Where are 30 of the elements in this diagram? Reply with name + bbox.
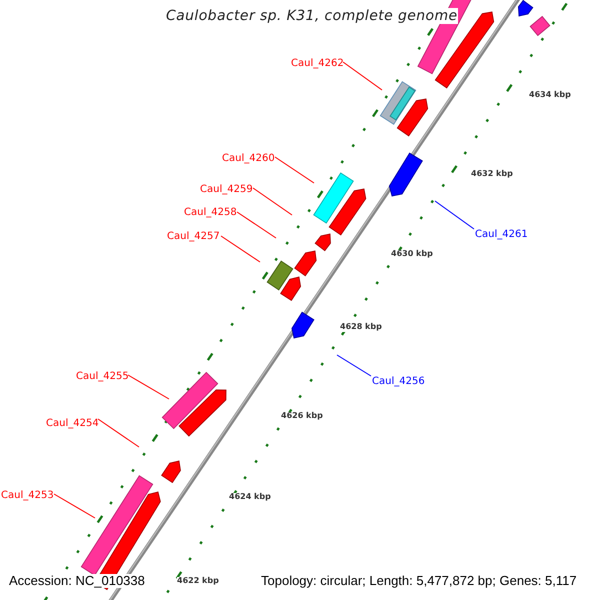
leader-line (342, 62, 382, 90)
tick-label: 4626 kbp (281, 412, 323, 421)
gene-label: Caul_4257 (167, 231, 220, 242)
gene-label: Caul_4253 (1, 490, 54, 501)
leader-line (128, 374, 170, 400)
gene-label: Caul_4259 (200, 184, 253, 195)
gene-label: Caul_4262 (291, 58, 344, 69)
gene-label: Caul_4258 (184, 207, 237, 218)
leader-line (54, 494, 96, 518)
gene-label: Caul_4260 (222, 153, 275, 164)
gene-label: Caul_4261 (475, 229, 528, 240)
leader-line (236, 212, 276, 238)
title: Caulobacter sp. K31, complete genome (166, 8, 458, 24)
tick-label: 4628 kbp (340, 323, 382, 332)
leader-line (98, 418, 140, 448)
tick-label: 4624 kbp (229, 493, 271, 502)
leader-line (336, 354, 372, 376)
tick-label: 4630 kbp (391, 250, 433, 259)
info-text: Accession: NC_010338 (9, 574, 145, 588)
leader-line (274, 156, 314, 184)
gene-label: Caul_4256 (372, 376, 425, 387)
gene-label: Caul_4255 (76, 371, 129, 382)
tick-label: 4632 kbp (471, 170, 513, 179)
info-text: Topology: circular; Length: 5,477,872 bp; Genes: 5,117 (261, 574, 577, 588)
tick-label: 4622 kbp (177, 577, 219, 586)
leader-line (252, 188, 292, 216)
gene-label: Caul_4254 (46, 418, 99, 429)
leader-line (434, 200, 474, 230)
tick-label: 4634 kbp (529, 91, 571, 100)
leader-line (220, 236, 260, 262)
